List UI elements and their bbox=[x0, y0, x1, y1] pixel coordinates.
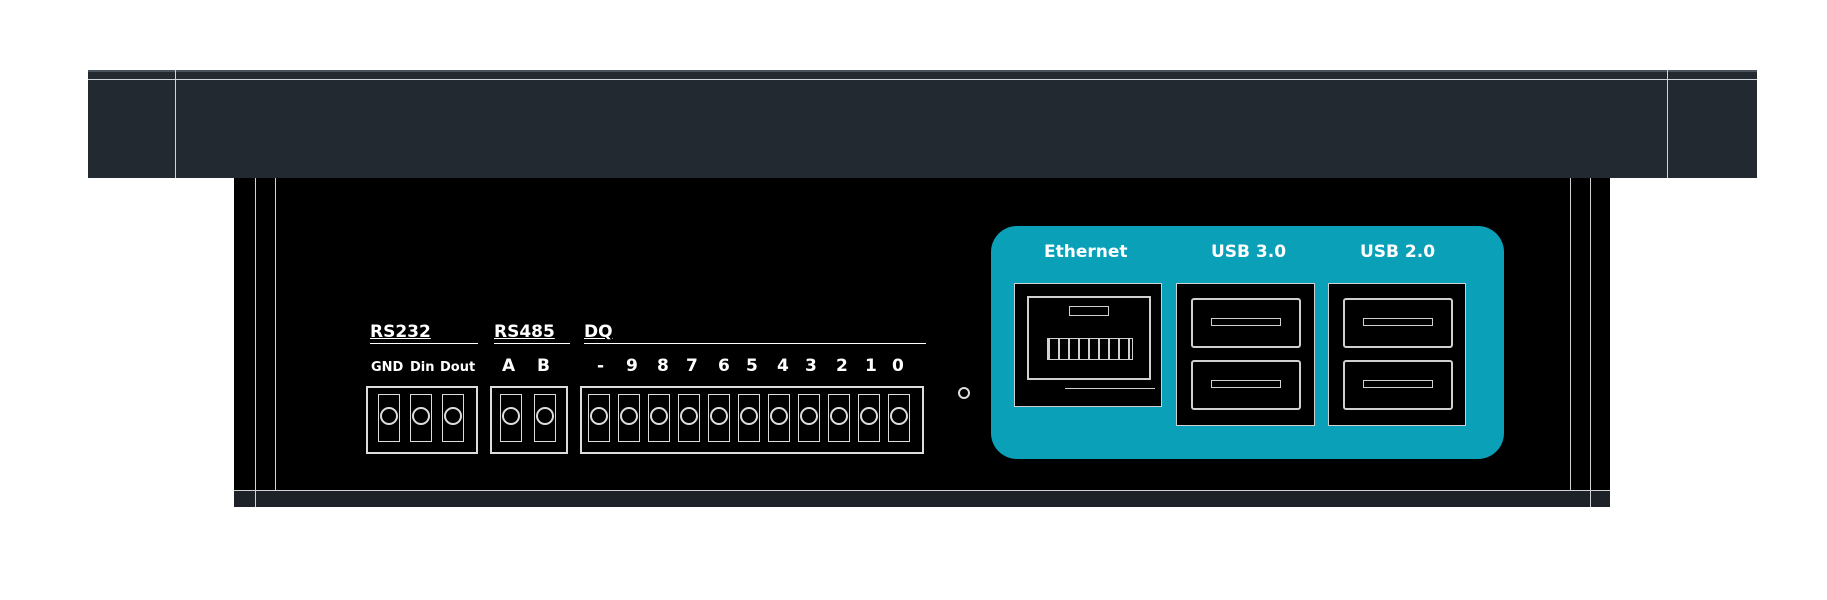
dq-pin-2: 2 bbox=[836, 356, 848, 376]
body-edge-left-outer bbox=[255, 178, 256, 490]
screw-icon bbox=[860, 407, 878, 425]
rj45-jack-icon bbox=[1027, 296, 1151, 380]
dq-pin-8: 8 bbox=[657, 356, 669, 376]
terminal-cell bbox=[678, 394, 700, 442]
usb-slot-icon bbox=[1343, 360, 1453, 410]
rs232-pin-dout: Dout bbox=[440, 360, 476, 375]
terminal-cell bbox=[828, 394, 850, 442]
screw-icon bbox=[502, 407, 520, 425]
screw-icon bbox=[830, 407, 848, 425]
dq-pin-1: 1 bbox=[865, 356, 877, 376]
rs232-terminal-block bbox=[366, 386, 478, 454]
terminal-cell bbox=[798, 394, 820, 442]
rs485-rule bbox=[494, 343, 570, 344]
screw-icon bbox=[800, 407, 818, 425]
usb-tongue-icon bbox=[1211, 318, 1281, 326]
rs232-pin-gnd: GND bbox=[371, 360, 404, 375]
terminal-cell bbox=[738, 394, 760, 442]
bezel-divider-right bbox=[1667, 70, 1668, 178]
rs232-rule bbox=[370, 343, 478, 344]
usb-tongue-icon bbox=[1211, 380, 1281, 388]
dq-pin-6: 6 bbox=[718, 356, 730, 376]
ethernet-port[interactable] bbox=[1014, 283, 1162, 407]
usb-slot-icon bbox=[1191, 360, 1301, 410]
dq-pin-3: 3 bbox=[805, 356, 817, 376]
terminal-cell bbox=[410, 394, 432, 442]
foot-edge-left bbox=[255, 490, 256, 507]
terminal-cell bbox=[588, 394, 610, 442]
dq-pin-4: 4 bbox=[777, 356, 789, 376]
screw-icon bbox=[740, 407, 758, 425]
screw-icon bbox=[444, 407, 462, 425]
usb-slot-icon bbox=[1191, 298, 1301, 348]
rs485-title: RS485 bbox=[494, 322, 555, 342]
terminal-cell bbox=[500, 394, 522, 442]
terminal-cell bbox=[378, 394, 400, 442]
usb2-label: USB 2.0 bbox=[1360, 242, 1436, 262]
usb-tongue-icon bbox=[1363, 318, 1433, 326]
terminal-cell bbox=[858, 394, 880, 442]
dq-terminal-block bbox=[580, 386, 924, 454]
device-body-foot bbox=[234, 490, 1610, 507]
dq-title: DQ bbox=[584, 322, 613, 342]
dq-rule bbox=[584, 343, 926, 344]
bezel-edge-line bbox=[88, 79, 1757, 80]
foot-edge-right bbox=[1590, 490, 1591, 507]
terminal-cell bbox=[618, 394, 640, 442]
bezel-divider-left bbox=[175, 70, 176, 178]
screw-icon bbox=[710, 407, 728, 425]
rj45-contacts-icon bbox=[1047, 338, 1133, 360]
usb2-port[interactable] bbox=[1328, 283, 1466, 426]
dq-pin-5: 5 bbox=[746, 356, 758, 376]
dq-pin-minus: - bbox=[597, 356, 605, 376]
usb3-label: USB 3.0 bbox=[1211, 242, 1287, 262]
dq-pin-0: 0 bbox=[892, 356, 904, 376]
rs485-terminal-block bbox=[490, 386, 568, 454]
rj45-latch-icon bbox=[1069, 306, 1109, 316]
dq-pin-9: 9 bbox=[626, 356, 638, 376]
rs232-pin-din: Din bbox=[410, 360, 435, 375]
dq-pin-7: 7 bbox=[686, 356, 698, 376]
terminal-cell bbox=[534, 394, 556, 442]
ethernet-base-line bbox=[1065, 388, 1155, 399]
rs485-pin-b: B bbox=[537, 356, 550, 376]
body-edge-right-inner bbox=[1570, 178, 1571, 490]
status-led-icon bbox=[958, 387, 970, 399]
terminal-cell bbox=[442, 394, 464, 442]
screw-icon bbox=[536, 407, 554, 425]
body-edge-left-inner bbox=[275, 178, 276, 490]
screw-icon bbox=[380, 407, 398, 425]
terminal-cell bbox=[888, 394, 910, 442]
usb-slot-icon bbox=[1343, 298, 1453, 348]
screw-icon bbox=[890, 407, 908, 425]
body-bottom-edge bbox=[234, 490, 1610, 491]
screw-icon bbox=[770, 407, 788, 425]
screw-icon bbox=[412, 407, 430, 425]
ethernet-label: Ethernet bbox=[1044, 242, 1128, 262]
screw-icon bbox=[650, 407, 668, 425]
rs232-title: RS232 bbox=[370, 322, 431, 342]
usb-tongue-icon bbox=[1363, 380, 1433, 388]
terminal-cell bbox=[648, 394, 670, 442]
terminal-cell bbox=[768, 394, 790, 442]
screw-icon bbox=[620, 407, 638, 425]
screw-icon bbox=[590, 407, 608, 425]
device-top-bezel bbox=[88, 70, 1757, 178]
usb3-port[interactable] bbox=[1176, 283, 1315, 426]
terminal-cell bbox=[708, 394, 730, 442]
screw-icon bbox=[680, 407, 698, 425]
rs485-pin-a: A bbox=[502, 356, 516, 376]
body-edge-right-outer bbox=[1590, 178, 1591, 490]
